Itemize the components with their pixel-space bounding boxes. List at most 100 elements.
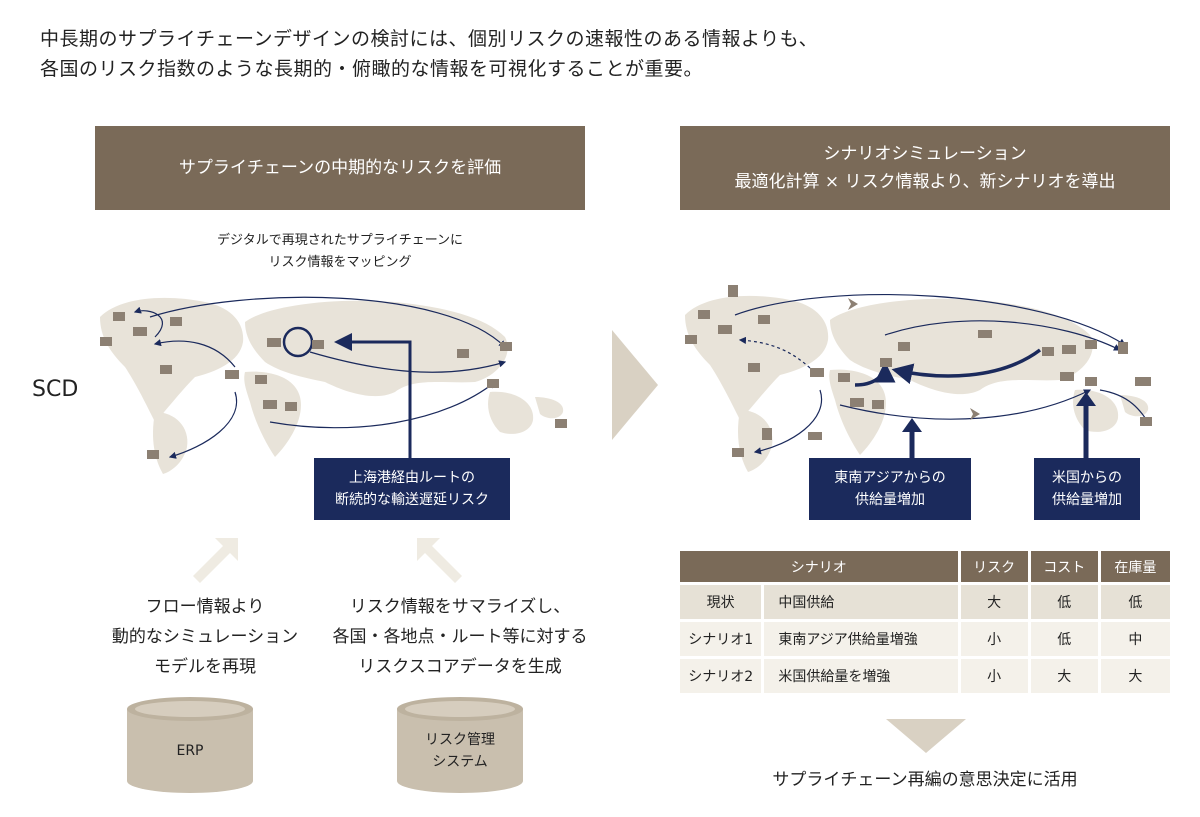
row-stock: 大	[1100, 659, 1170, 693]
warehouse-icon	[732, 448, 744, 457]
row-cost: 大	[1030, 659, 1098, 693]
risk-description: リスク情報をサマライズし、 各国・各地点・ルート等に対する リスクスコアデータを…	[310, 592, 610, 682]
facility-icons-right	[685, 285, 1152, 457]
header-cost: コスト	[1030, 551, 1098, 582]
risk-system-label: リスク管理 システム	[395, 729, 525, 773]
factory-icon	[850, 398, 864, 407]
risk-desc-line-3: リスクスコアデータを生成	[358, 657, 562, 677]
row-name: 東南アジア供給量増強	[764, 622, 958, 656]
warehouse-icon	[312, 340, 324, 349]
row-risk: 小	[960, 659, 1028, 693]
erp-desc-line-2: 動的なシミュレーション	[111, 627, 299, 647]
intro-line-1: 中長期のサプライチェーンデザインの検討には、個別リスクの速報性のある情報よりも、	[40, 28, 819, 50]
erp-database-icon	[127, 697, 253, 793]
right-banner: シナリオシミュレーション 最適化計算 × リスク情報より、新シナリオを導出	[680, 126, 1170, 210]
plane-icon	[848, 298, 858, 310]
row-label: シナリオ2	[680, 659, 762, 693]
right-banner-line-2: 最適化計算 × リスク情報より、新シナリオを導出	[734, 172, 1116, 192]
store-icon	[748, 363, 760, 372]
row-label: シナリオ1	[680, 622, 762, 656]
scenario-table: シナリオ リスク コスト 在庫量 現状 中国供給 大 低 低 シナリオ1 東南ア…	[677, 548, 1173, 696]
warehouse-icon	[698, 310, 710, 319]
route-arrows-right	[734, 293, 1151, 455]
table-header-row: シナリオ リスク コスト 在庫量	[680, 551, 1170, 582]
store-icon	[160, 365, 172, 374]
store-icon	[555, 419, 567, 428]
risk-desc-line-1: リスク情報をサマライズし、	[349, 597, 571, 617]
warehouse-icon	[147, 450, 159, 459]
warehouse-icon	[1085, 340, 1097, 349]
factory-icon	[267, 338, 281, 347]
factory-icon	[880, 358, 892, 367]
risk-system-label-line-1: リスク管理	[425, 732, 495, 748]
erp-description: フロー情報より 動的なシミュレーション モデルを再現	[75, 592, 335, 682]
risk-pointer-arrow	[334, 333, 412, 458]
plane-icon	[970, 408, 980, 420]
table-row: シナリオ2 米国供給量を増強 小 大 大	[680, 659, 1170, 693]
final-conclusion: サプライチェーン再編の意思決定に活用	[772, 770, 1078, 790]
down-chevron-icon	[886, 719, 966, 753]
table-row: シナリオ1 東南アジア供給量増強 小 低 中	[680, 622, 1170, 656]
store-icon	[255, 375, 267, 384]
us-supply-line-1: 米国からの	[1052, 470, 1122, 486]
factory-icon	[263, 400, 277, 409]
ship-icon	[808, 432, 822, 440]
flow-chevron-icon	[612, 330, 658, 440]
left-map-caption-line-1: デジタルで再現されたサプライチェーンに	[216, 233, 464, 248]
store-icon	[872, 400, 884, 409]
factory-icon	[225, 370, 239, 379]
sea-supply-line-1: 東南アジアからの	[834, 470, 946, 486]
table-row: 現状 中国供給 大 低 低	[680, 585, 1170, 619]
row-risk: 小	[960, 622, 1028, 656]
risk-desc-line-2: 各国・各地点・ルート等に対する	[332, 627, 588, 647]
warehouse-icon	[898, 342, 910, 351]
ship-icon	[978, 330, 992, 338]
store-icon	[1140, 417, 1152, 426]
facility-icons	[100, 312, 567, 459]
store-icon	[100, 337, 112, 346]
warehouse-icon	[500, 342, 512, 351]
factory-icon	[1060, 372, 1074, 381]
intro-text: 中長期のサプライチェーンデザインの検討には、個別リスクの速報性のある情報よりも、…	[40, 24, 818, 84]
us-supply-box: 米国からの 供給量増加	[1034, 458, 1140, 520]
store-icon	[170, 317, 182, 326]
store-icon	[838, 373, 850, 382]
row-label: 現状	[680, 585, 762, 619]
left-banner: サプライチェーンの中期的なリスクを評価	[95, 126, 585, 210]
warehouse-icon	[113, 312, 125, 321]
erp-up-arrow	[193, 538, 238, 583]
risk-up-arrow	[417, 538, 462, 583]
factory-icon	[810, 368, 824, 377]
right-banner-line-1: シナリオシミュレーション	[823, 144, 1027, 164]
row-cost: 低	[1030, 585, 1098, 619]
factory-icon	[1118, 342, 1128, 354]
store-icon	[285, 402, 297, 411]
risk-callout-box: 上海港経由ルートの 断続的な輸送遅延リスク	[314, 458, 510, 520]
factory-icon	[133, 327, 147, 336]
header-scenario: シナリオ	[680, 551, 958, 582]
sea-supply-line-2: 供給量増加	[855, 492, 925, 508]
risk-system-database-icon	[397, 697, 523, 793]
row-name: 中国供給	[764, 585, 958, 619]
risk-callout-line-2: 断続的な輸送遅延リスク	[335, 492, 489, 508]
route-arrows	[133, 296, 507, 459]
left-banner-title: サプライチェーンの中期的なリスクを評価	[178, 158, 502, 178]
erp-desc-line-3: モデルを再現	[154, 657, 256, 677]
row-cost: 低	[1030, 622, 1098, 656]
factory-icon	[762, 428, 772, 440]
factory-icon	[718, 325, 732, 334]
store-icon	[758, 315, 770, 324]
us-supply-line-2: 供給量増加	[1052, 492, 1122, 508]
header-risk: リスク	[960, 551, 1028, 582]
warehouse-icon	[1085, 377, 1097, 386]
intro-line-2: 各国のリスク指数のような長期的・俯瞰的な情報を可視化することが重要。	[40, 58, 704, 80]
plane-icons	[848, 298, 980, 420]
warehouse-icon	[487, 379, 499, 388]
store-icon	[685, 335, 697, 344]
new-supply-routes	[854, 348, 1042, 387]
left-map-caption-line-2: リスク情報をマッピング	[268, 255, 412, 270]
header-stock: 在庫量	[1100, 551, 1170, 582]
left-map-caption: デジタルで再現されたサプライチェーンに リスク情報をマッピング	[140, 230, 540, 274]
row-risk: 大	[960, 585, 1028, 619]
row-stock: 低	[1100, 585, 1170, 619]
